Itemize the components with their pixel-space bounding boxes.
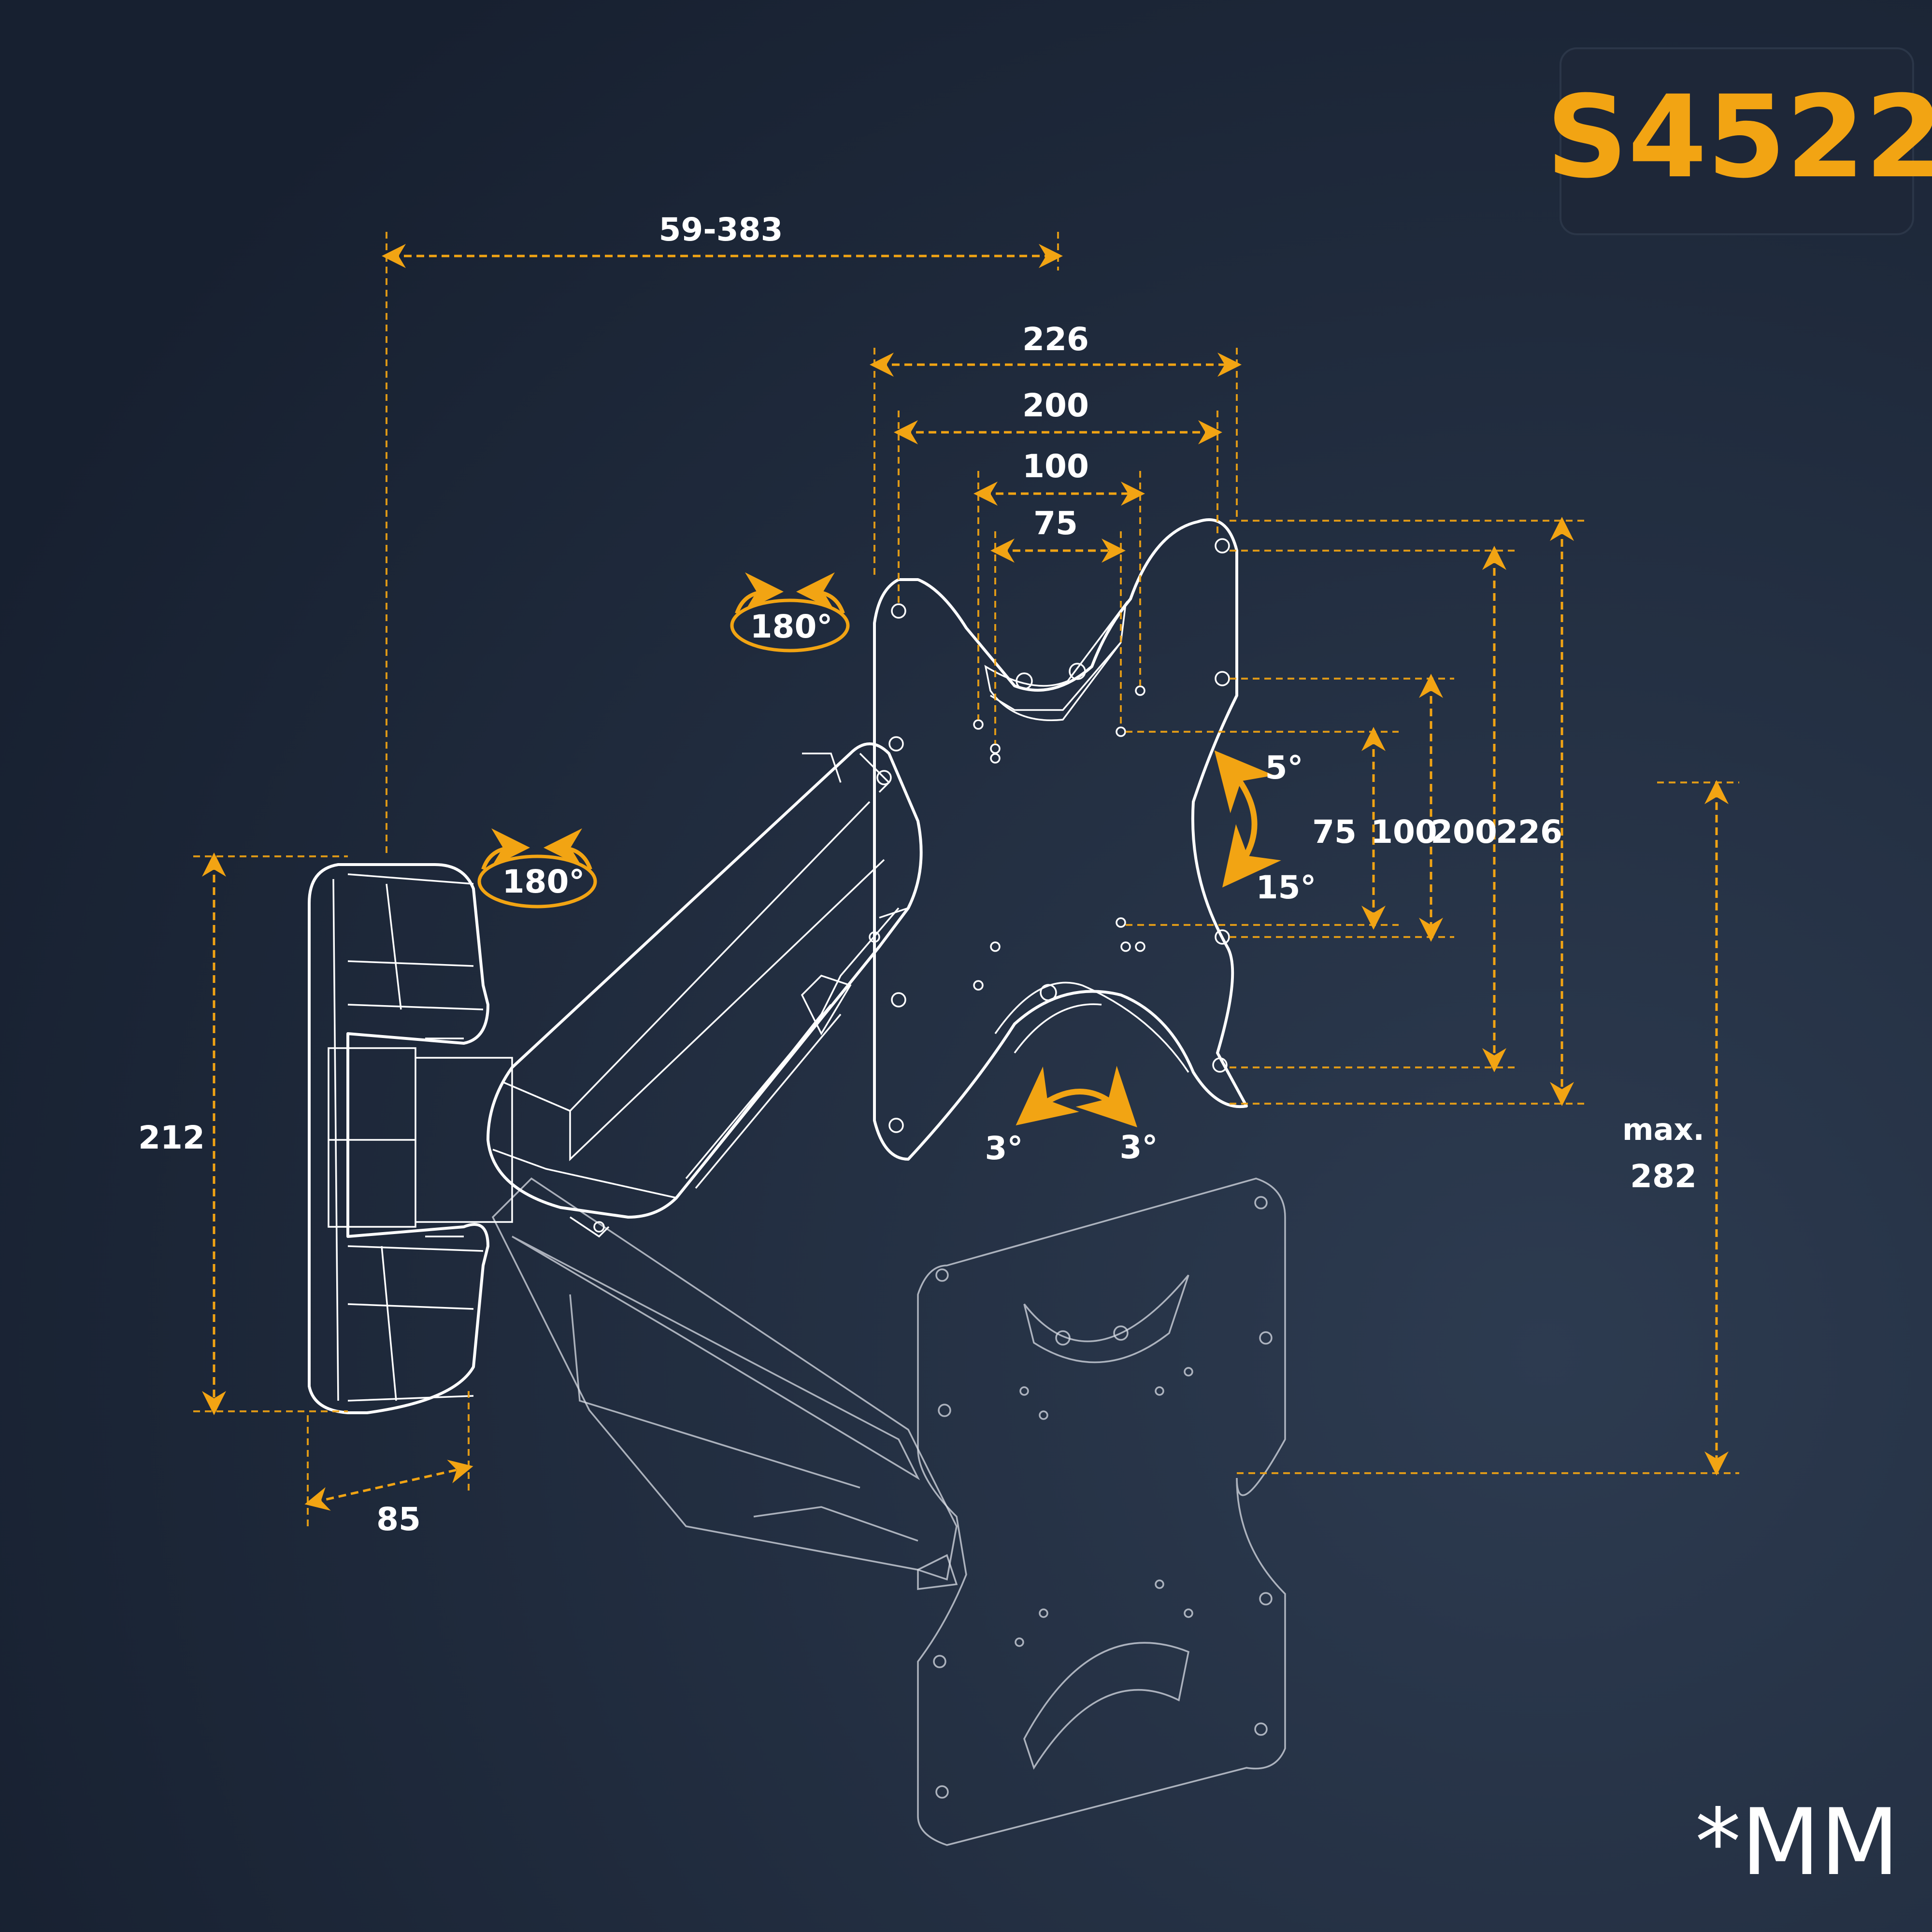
- label-extension: 59-383: [658, 211, 783, 248]
- label-rotate-right: 3°: [1120, 1129, 1158, 1166]
- label-plate-height-200: 200: [1431, 813, 1497, 851]
- label-wall-plate-height: 212: [138, 1119, 205, 1156]
- swivel-head-ellipse: [730, 598, 850, 653]
- label-plate-height-75: 75: [1312, 813, 1357, 851]
- labels: 59-383 226 200 100 75 75 100 200 226 max…: [138, 211, 1899, 1896]
- wall-plate: [308, 863, 513, 1414]
- swivel-head-icon: [730, 572, 850, 653]
- label-tilt-up: 5°: [1265, 749, 1303, 786]
- label-max-value: 282: [1630, 1158, 1697, 1195]
- rotation-indicators: [477, 572, 1281, 1127]
- dimension-lines: [193, 232, 1739, 1531]
- tilt-arrow-icon: [1214, 750, 1281, 888]
- label-swivel-head: 180°: [750, 608, 833, 645]
- label-plate-width-200: 200: [1022, 387, 1089, 424]
- label-plate-width-100: 100: [1022, 448, 1089, 485]
- label-plate-height-226: 226: [1496, 813, 1562, 851]
- rotate-arrow-icon: [1016, 1065, 1137, 1127]
- label-wall-plate-depth: 85: [376, 1501, 421, 1538]
- swivel-wall-ellipse: [477, 854, 597, 909]
- model-badge-box: [1560, 47, 1914, 235]
- label-max: max.: [1622, 1112, 1704, 1147]
- arm: [487, 742, 923, 1238]
- label-tilt-down: 15°: [1256, 869, 1317, 906]
- label-plate-width-226: 226: [1022, 321, 1089, 358]
- label-swivel-wall: 180°: [502, 863, 585, 900]
- label-rotate-left: 3°: [985, 1130, 1023, 1167]
- dim-wall-plate-85: [304, 1460, 473, 1511]
- model-badge: S4522: [1546, 47, 1932, 235]
- model-number: S4522: [1546, 71, 1932, 203]
- swivel-wall-icon: [477, 828, 597, 909]
- label-plate-width-75: 75: [1033, 505, 1078, 542]
- label-plate-height-100: 100: [1371, 813, 1437, 851]
- unit-label: *MM: [1695, 1789, 1900, 1896]
- ghost-bracket: [491, 1177, 1286, 1846]
